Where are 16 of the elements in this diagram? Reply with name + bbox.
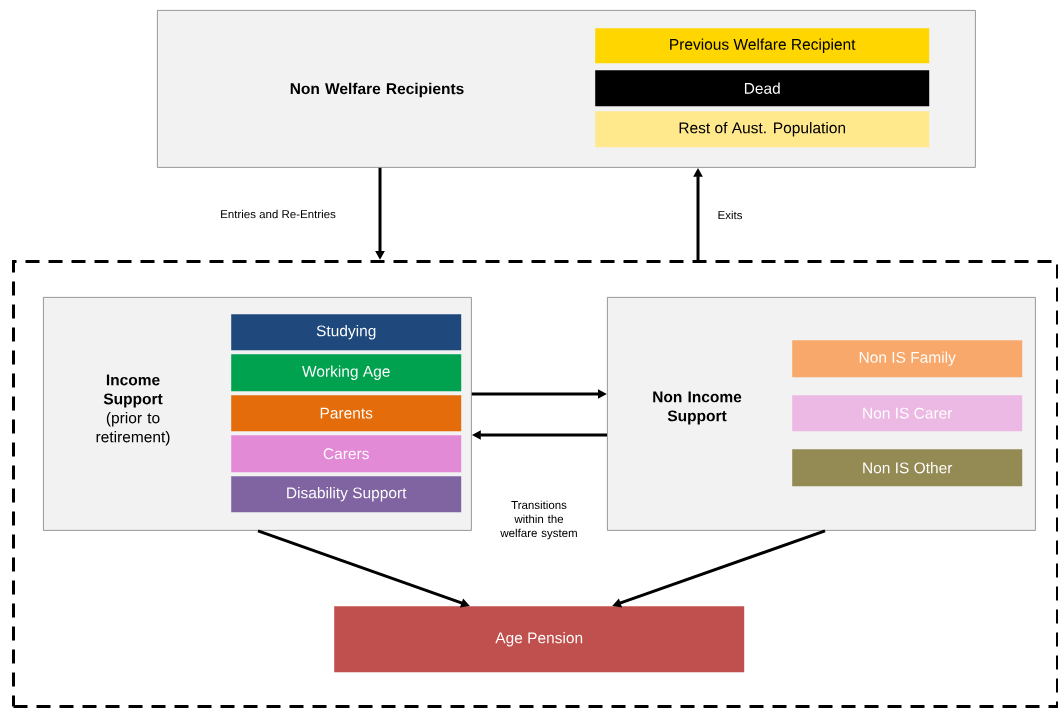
category-box: Non IS Other <box>792 449 1023 487</box>
category-box: Rest of Aust. Population <box>595 111 930 148</box>
category-box: Previous Welfare Recipient <box>595 28 930 64</box>
category-box: Parents <box>231 395 462 432</box>
category-box: Non IS Carer <box>792 395 1023 432</box>
category-box: Disability Support <box>231 476 462 513</box>
category-box: Age Pension <box>334 606 745 673</box>
edge-label: Exits <box>716 209 744 221</box>
category-box: Working Age <box>231 354 462 392</box>
category-box: Dead <box>595 70 930 107</box>
note-text: Transitions within the welfare system <box>500 500 577 540</box>
edge-label: Entries and Re-Entries <box>219 208 337 220</box>
category-box: Studying <box>231 314 462 351</box>
category-box: Non IS Family <box>792 340 1023 378</box>
dashed-region <box>12 260 1058 708</box>
category-box: Carers <box>231 435 462 473</box>
